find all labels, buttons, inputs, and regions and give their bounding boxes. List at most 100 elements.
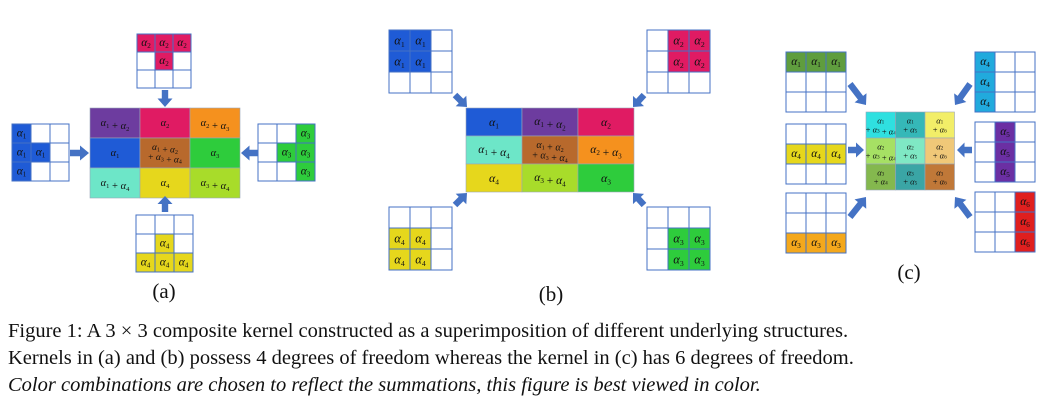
kernel-cell-label: α1 bbox=[415, 55, 426, 70]
panel-b-label: (b) bbox=[539, 282, 564, 306]
panel-c-cell-2-1-label-line: α3 bbox=[907, 168, 914, 178]
kernel-cell bbox=[172, 51, 192, 71]
kernel-cell bbox=[994, 191, 1016, 213]
kernel-cell-label: α1 bbox=[415, 34, 426, 49]
kernel-cell-label: α1 bbox=[17, 166, 27, 179]
kernel-cell bbox=[994, 91, 1016, 113]
kernel-cell bbox=[49, 142, 70, 163]
kernel-cell bbox=[825, 71, 847, 93]
panel-a-cell-1-1-label-line: α1 + α2 bbox=[152, 143, 178, 156]
panel-a-cell-2-0-label: α1 + α4 bbox=[101, 178, 130, 193]
panel-c-cell-2-0-label-line: + α4 bbox=[874, 176, 888, 186]
panel-a-arrow-down bbox=[157, 90, 173, 107]
kernel-cell bbox=[785, 192, 807, 214]
panel-a-kernel-bottom bbox=[135, 214, 194, 273]
kernel-cell-label: α2 bbox=[694, 34, 705, 49]
kernel-cell-label: α2 bbox=[694, 55, 705, 70]
kernel-cell-label: α3 bbox=[694, 232, 705, 247]
kernel-cell bbox=[409, 71, 432, 94]
panel-c-cell-2-2 bbox=[924, 163, 955, 191]
panel-b-cell-1-1-label-line: + α3 + α4 bbox=[532, 150, 567, 164]
kernel-cell bbox=[173, 214, 194, 235]
kernel-cell bbox=[1014, 141, 1036, 163]
panel-a-cell-2-2 bbox=[189, 167, 241, 199]
panel-c-cell-2-2-label-line: α3 bbox=[936, 168, 943, 178]
kernel-cell bbox=[257, 161, 278, 182]
panel-b-cell-2-0 bbox=[465, 163, 523, 193]
kernel-cell bbox=[430, 50, 453, 73]
panel-b-cell-0-2-label: α2 bbox=[601, 115, 611, 130]
panel-b-cell-0-1-label: α1 + α2 bbox=[534, 116, 566, 132]
caption-line-1: Figure 1: A 3 × 3 composite kernel const… bbox=[8, 320, 849, 342]
kernel-cell bbox=[825, 163, 847, 185]
panel-c-cell-0-2-label-line: α1 bbox=[936, 116, 943, 126]
panel-c-cell-0-1-label-line: α1 bbox=[907, 116, 914, 126]
kernel-cell bbox=[974, 121, 996, 143]
kernel-cell bbox=[257, 142, 278, 163]
panel-c-cell-2-1 bbox=[895, 163, 926, 191]
panel-a-cell-2-2-label: α3 + α4 bbox=[201, 178, 230, 193]
panel-a-cell-0-1 bbox=[139, 107, 191, 139]
panel-a-kernel-right bbox=[257, 123, 316, 182]
kernel-cell-label: α1 bbox=[394, 34, 405, 49]
kernel-cell-label: α3 bbox=[791, 237, 801, 250]
kernel-cell bbox=[785, 71, 807, 93]
panel-a-arrow-left bbox=[241, 145, 258, 161]
kernel-cell bbox=[646, 227, 669, 250]
kernel-cell-label: α3 bbox=[301, 128, 311, 141]
panel-c-cell-0-2-label-line: + α6 bbox=[933, 124, 947, 134]
kernel-cell bbox=[30, 123, 51, 144]
panel-c-cell-2-0-label-line: α3 bbox=[877, 168, 884, 178]
kernel-cell bbox=[172, 69, 192, 89]
panel-b-cell-2-2-label: α3 bbox=[601, 171, 611, 186]
kernel-cell bbox=[1014, 71, 1036, 93]
panel-c-cell-1-1-label-line: α2 bbox=[907, 142, 914, 152]
kernel-cell-label: α1 bbox=[394, 55, 405, 70]
kernel-cell bbox=[430, 206, 453, 229]
kernel-cell bbox=[994, 211, 1016, 233]
kernel-cell bbox=[688, 206, 711, 229]
kernel-cell-label: α1 bbox=[36, 147, 46, 160]
kernel-cell-label: α4 bbox=[980, 96, 990, 109]
kernel-cell bbox=[173, 233, 194, 254]
kernel-cell-label: α4 bbox=[394, 232, 405, 247]
panel-b-kernel-top-left bbox=[388, 29, 453, 94]
kernel-cell bbox=[825, 232, 847, 254]
kernel-cell bbox=[388, 206, 411, 229]
kernel-cell bbox=[688, 71, 711, 94]
panel-c-cell-0-2 bbox=[924, 111, 955, 139]
kernel-cell bbox=[805, 123, 827, 145]
panel-c-cell-2-2-label-line: + α6 bbox=[933, 176, 947, 186]
kernel-cell bbox=[825, 192, 847, 214]
kernel-cell-label: α4 bbox=[415, 232, 426, 247]
kernel-cell bbox=[805, 192, 827, 214]
panel-a-cell-1-2-label: α3 bbox=[211, 148, 220, 160]
panel-c-arrow-top-right bbox=[954, 82, 973, 105]
kernel-cell-label: α3 bbox=[282, 147, 292, 160]
panel-a-cell-1-2 bbox=[189, 137, 241, 169]
kernel-cell-label: α4 bbox=[980, 56, 990, 69]
kernel-cell bbox=[994, 231, 1016, 253]
kernel-cell-label: α4 bbox=[141, 257, 151, 270]
panel-c-cell-1-2-label-line: α2 bbox=[936, 142, 943, 152]
panel-c-cell-0-0-label-line: + α3 + α4 bbox=[866, 124, 897, 136]
kernel-cell bbox=[136, 51, 156, 71]
panel-b-cell-0-0-label: α1 bbox=[489, 115, 499, 130]
kernel-cell-label: α4 bbox=[791, 148, 801, 161]
panel-b-arrow-bottom-right bbox=[632, 193, 647, 208]
panel-c-arrow-mid-left bbox=[848, 142, 864, 158]
kernel-cell-label: α4 bbox=[415, 253, 426, 268]
panel-c-kernel-top-left bbox=[785, 51, 847, 113]
panel-a-cell-0-1-label: α2 bbox=[161, 118, 170, 130]
kernel-cell-label: α1 bbox=[17, 147, 27, 160]
panel-c-cell-1-0-label-line: + α3 + α4 bbox=[866, 150, 897, 162]
panel-b-arrow-top-right bbox=[632, 92, 647, 107]
kernel-cell-label: α3 bbox=[694, 253, 705, 268]
kernel-cell bbox=[257, 123, 278, 144]
kernel-cell-label: α5 bbox=[1000, 146, 1010, 159]
panel-a-cell-1-1-label-line: + α3 + α4 bbox=[148, 153, 182, 166]
panel-b-kernel-top-right bbox=[646, 29, 711, 94]
panel-c-arrow-bottom-left bbox=[847, 197, 867, 219]
panel-b-cell-1-0-label: α1 + α4 bbox=[478, 144, 510, 160]
kernel-cell bbox=[974, 211, 996, 233]
